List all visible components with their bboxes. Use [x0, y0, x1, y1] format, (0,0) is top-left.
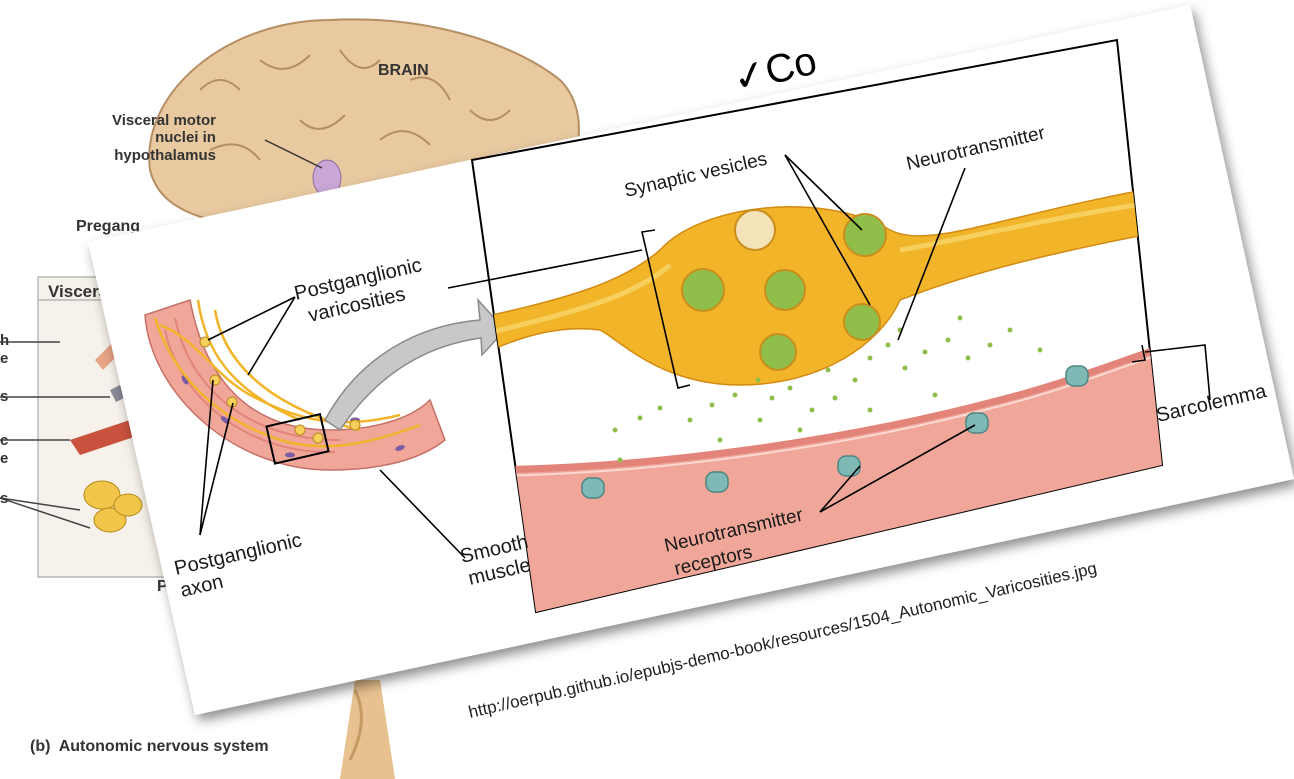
label-neurotransmitter: Neurotransmitter [904, 122, 1047, 174]
source-url[interactable]: http://oerpub.github.io/epubjs-demo-book… [467, 558, 1099, 721]
label-sarcolemma: Sarcolemma [1154, 380, 1269, 427]
label-postganglionic-axon-1: Postganglionic [172, 529, 304, 580]
label-synaptic-vesicles: Synaptic vesicles [622, 149, 769, 202]
